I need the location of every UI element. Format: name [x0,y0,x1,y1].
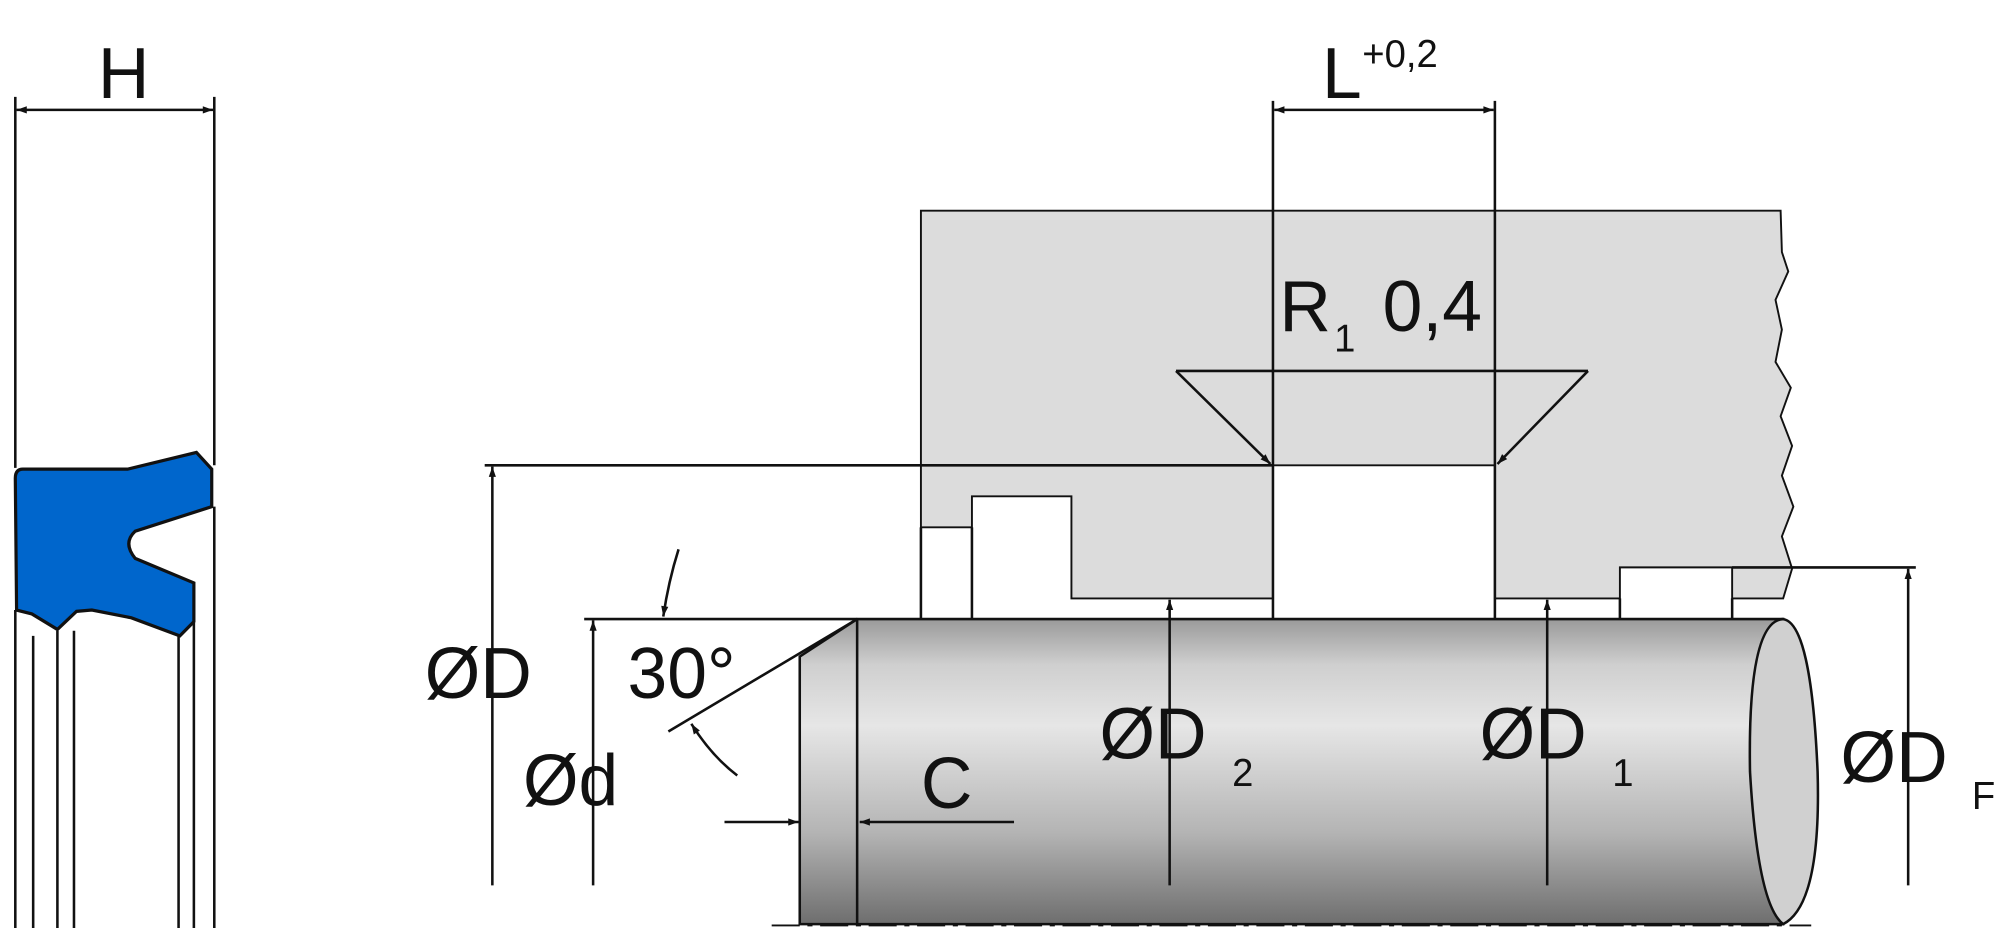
angle-label: 30° [628,634,736,715]
d2-label: ØD [1099,694,1206,775]
df-label: ØD [1841,718,1948,799]
d1-label: ØD [1480,694,1587,775]
radius-value: 0,4 [1383,266,1482,347]
d1-subscript: 1 [1612,752,1633,795]
seal-body [13,450,214,638]
l-label: L [1322,34,1362,115]
housing [919,209,1795,600]
df-subscript: F [1972,775,1995,818]
d-outer-label: ØD [425,634,532,715]
d2-subscript: 2 [1232,752,1253,795]
l-tolerance: +0,2 [1362,33,1438,76]
radius-subscript: 1 [1334,317,1355,360]
chamfer-label: C [921,743,973,824]
h-label: H [98,34,150,115]
rod [798,617,1820,926]
radius-label: R [1279,266,1331,347]
d-rod-label: Ød [523,741,618,822]
seal-profile: H [13,34,216,928]
